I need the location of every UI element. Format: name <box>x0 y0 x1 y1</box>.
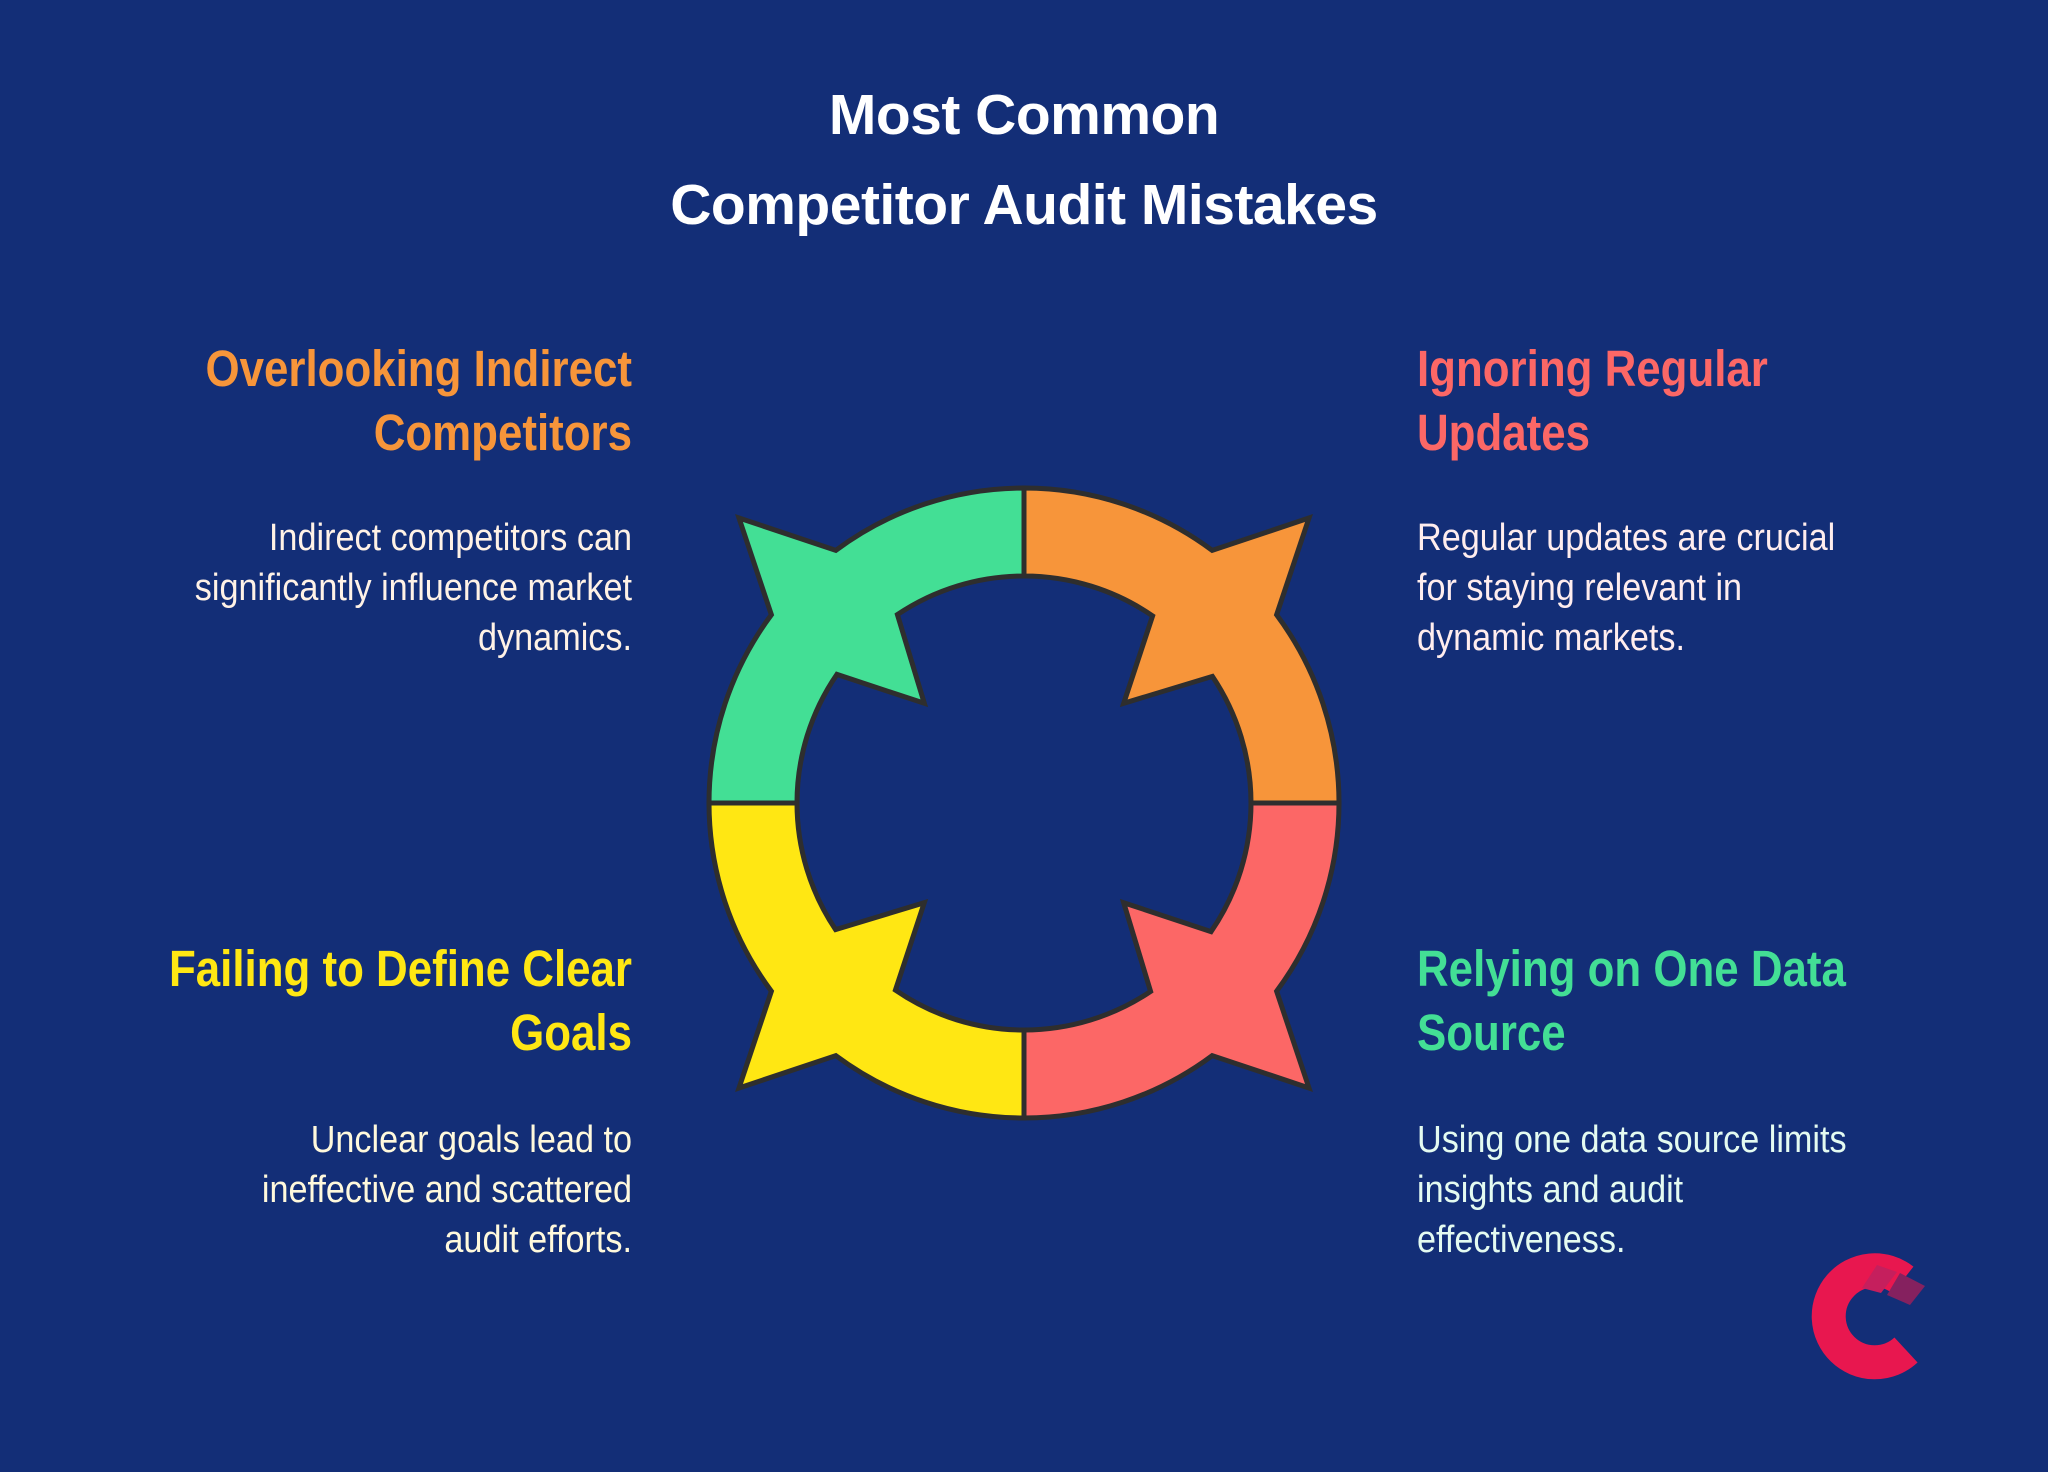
logo-stripe-1 <box>1862 1265 1897 1293</box>
description-line: for staying relevant in <box>1417 567 1743 609</box>
description-line: Unclear goals lead to <box>310 1119 632 1161</box>
c-logo-icon <box>1811 1253 1925 1380</box>
heading-line: Relying on One Data <box>1417 940 1846 997</box>
heading-line: Updates <box>1417 404 1591 461</box>
description-line: Regular updates are crucial <box>1417 517 1836 559</box>
item-description-ignoring-regular-updates: Regular updates are crucial for staying … <box>1417 513 2017 663</box>
description-line: Indirect competitors can <box>268 517 632 559</box>
title-line-2: Competitor Audit Mistakes <box>670 173 1378 237</box>
description-line: dynamic markets. <box>1417 617 1685 659</box>
heading-line: Competitors <box>373 404 632 461</box>
page-title: Most Common Competitor Audit Mistakes <box>0 70 2048 250</box>
ring-segment-bottom-left <box>709 803 1024 1118</box>
logo-stripe-2 <box>1887 1273 1925 1305</box>
item-description-failing-to-define-clear-goals: Unclear goals lead to ineffective and sc… <box>0 1115 632 1265</box>
description-line: Using one data source limits <box>1417 1119 1847 1161</box>
item-heading-relying-on-one-data-source: Relying on One Data Source <box>1417 937 2017 1065</box>
item-heading-overlooking-indirect-competitors: Overlooking Indirect Competitors <box>0 337 632 465</box>
description-line: significantly influence market <box>194 567 633 609</box>
description-line: effectiveness. <box>1417 1219 1626 1261</box>
heading-line: Overlooking Indirect <box>205 340 633 397</box>
item-description-overlooking-indirect-competitors: Indirect competitors can significantly i… <box>0 513 632 663</box>
description-line: audit efforts. <box>444 1219 632 1261</box>
item-heading-ignoring-regular-updates: Ignoring Regular Updates <box>1417 337 2017 465</box>
description-line: ineffective and scattered <box>261 1169 632 1211</box>
item-heading-failing-to-define-clear-goals: Failing to Define Clear Goals <box>0 937 632 1065</box>
ring-segment-top-right <box>1024 488 1339 803</box>
title-line-1: Most Common <box>828 83 1220 147</box>
ring-segment-bottom-right <box>1024 803 1339 1118</box>
heading-line: Goals <box>510 1004 632 1061</box>
ring-segment-top-left <box>709 488 1024 803</box>
item-description-relying-on-one-data-source: Using one data source limits insights an… <box>1417 1115 2017 1265</box>
heading-line: Source <box>1417 1004 1566 1061</box>
description-line: insights and audit <box>1417 1169 1684 1211</box>
heading-line: Failing to Define Clear <box>168 940 633 997</box>
heading-line: Ignoring Regular <box>1417 340 1768 397</box>
description-line: dynamics. <box>478 617 632 659</box>
